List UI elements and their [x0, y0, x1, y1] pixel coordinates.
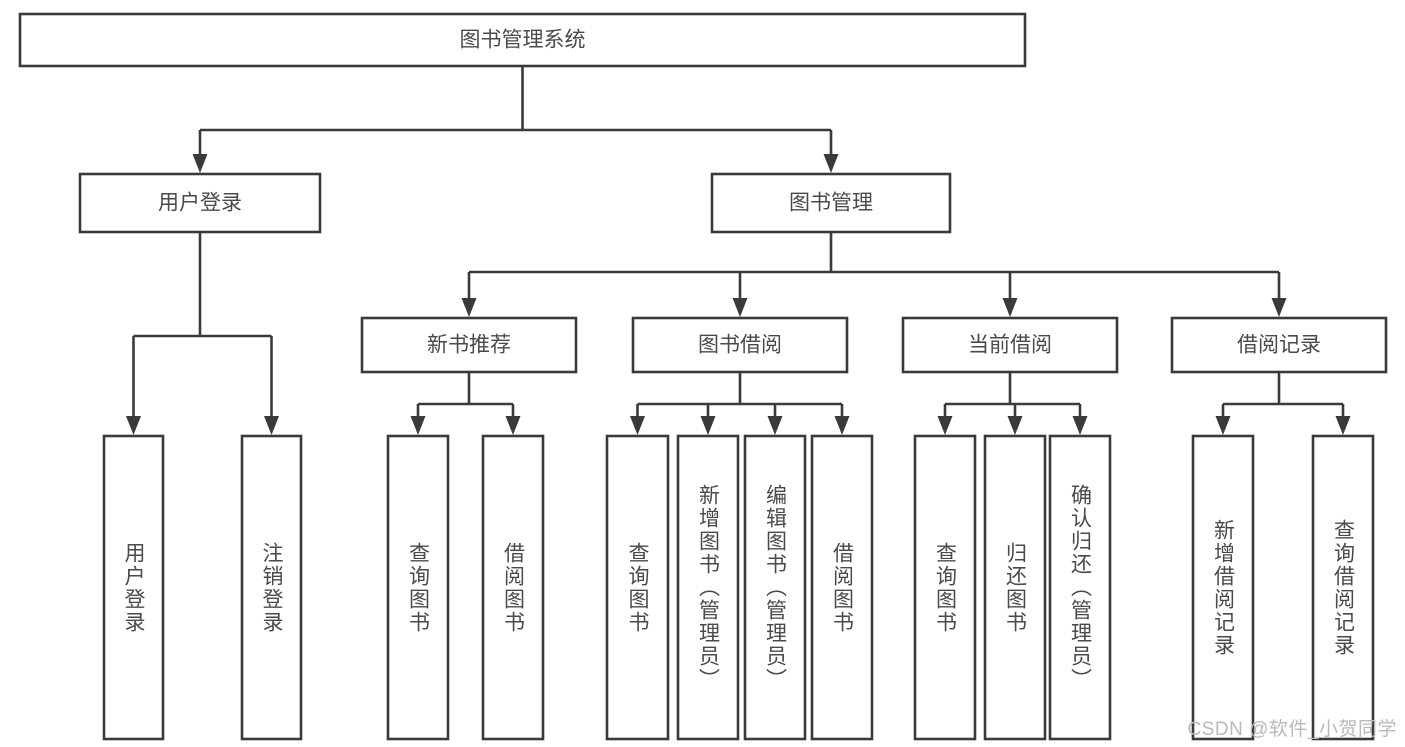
- node-box-leaf-query-book-borrow[interactable]: [605, 434, 670, 741]
- node-box-user-login[interactable]: [78, 172, 322, 234]
- arrow-head-icon-leaf-user-logout: [264, 416, 279, 435]
- node-label-root: 图书管理系统: [460, 29, 586, 52]
- node-label-user-login: 用户登录: [158, 192, 242, 215]
- node-box-leaf-borrow-book-recommend[interactable]: [481, 434, 545, 741]
- node-box-root[interactable]: [18, 12, 1027, 68]
- node-box-new-book-recommend[interactable]: [360, 316, 578, 374]
- node-box-leaf-query-book-recommend[interactable]: [386, 434, 450, 741]
- arrow-head-icon-leaf-add-book-admin: [700, 416, 716, 435]
- arrow-head-icon-leaf-query-book-current: [937, 416, 953, 435]
- arrow-head-icon-leaf-edit-book-admin: [767, 416, 783, 435]
- node-box-leaf-query-borrow-record[interactable]: [1311, 434, 1375, 741]
- connectors-layer: [126, 66, 1351, 435]
- node-box-leaf-confirm-return-admin[interactable]: [1048, 434, 1112, 741]
- node-box-leaf-user-login[interactable]: [102, 434, 165, 741]
- arrow-head-icon-current-borrow: [1002, 298, 1018, 317]
- node-box-leaf-add-borrow-record[interactable]: [1191, 434, 1255, 741]
- node-label-new-book-recommend: 新书推荐: [427, 334, 511, 357]
- arrow-head-icon-leaf-query-borrow-record: [1335, 416, 1351, 435]
- node-box-leaf-edit-book-admin[interactable]: [743, 434, 807, 741]
- arrow-head-icon-book-management: [823, 154, 839, 173]
- arrow-head-icon-leaf-query-book-borrow: [630, 416, 645, 435]
- boxes-layer: [18, 12, 1388, 741]
- arrow-head-icon-book-borrow: [732, 298, 748, 317]
- node-label-current-borrow: 当前借阅: [968, 334, 1052, 357]
- node-box-leaf-borrow-book[interactable]: [810, 434, 874, 741]
- arrow-head-icon-leaf-borrow-book-recommend: [505, 416, 521, 435]
- arrow-head-icon-leaf-query-book-recommend: [410, 416, 426, 435]
- arrow-head-icon-leaf-add-borrow-record: [1215, 416, 1231, 435]
- arrow-head-icon-leaf-borrow-book: [834, 416, 850, 435]
- arrow-head-icon-leaf-user-login: [126, 416, 141, 435]
- node-box-current-borrow[interactable]: [901, 316, 1119, 374]
- node-box-leaf-add-book-admin[interactable]: [676, 434, 740, 741]
- node-box-book-borrow[interactable]: [631, 316, 849, 374]
- csdn-watermark: CSDN @软件_小贺同学: [1187, 719, 1397, 740]
- node-label-borrow-record: 借阅记录: [1237, 334, 1321, 357]
- arrow-head-icon-new-book-recommend: [461, 298, 477, 317]
- arrow-head-icon-leaf-confirm-return-admin: [1072, 416, 1088, 435]
- node-box-leaf-user-logout[interactable]: [240, 434, 303, 741]
- arrow-head-icon-leaf-return-book: [1007, 416, 1023, 435]
- arrow-head-icon-borrow-record: [1271, 298, 1287, 317]
- node-label-book-management: 图书管理: [789, 192, 873, 215]
- node-box-leaf-return-book[interactable]: [983, 434, 1047, 741]
- arrow-head-icon-user-login: [192, 154, 208, 173]
- node-box-leaf-query-book-current[interactable]: [913, 434, 977, 741]
- node-box-borrow-record[interactable]: [1170, 316, 1388, 374]
- node-label-book-borrow: 图书借阅: [698, 334, 782, 357]
- node-box-book-management[interactable]: [710, 172, 952, 234]
